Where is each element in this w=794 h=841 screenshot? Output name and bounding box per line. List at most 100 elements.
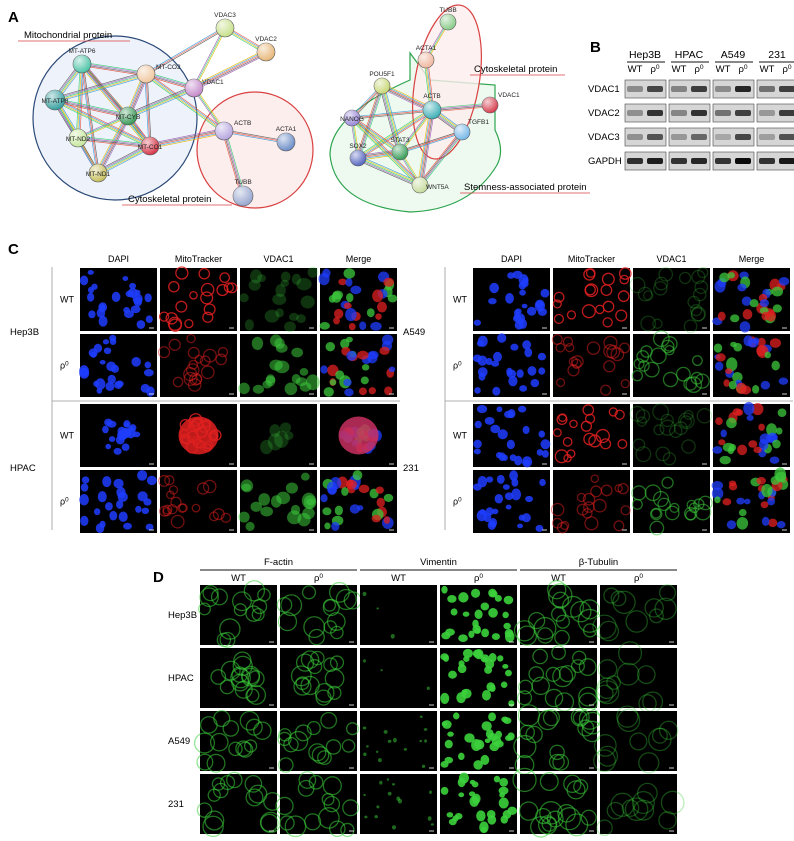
blot-band-vdac1-231-wt xyxy=(759,86,775,92)
cell xyxy=(472,619,479,628)
cell xyxy=(473,439,482,449)
cell xyxy=(558,413,567,423)
blot-strip xyxy=(624,103,667,123)
tile-background xyxy=(240,404,317,467)
d-group-header-beta-tubulin: β-Tubulin xyxy=(579,557,618,568)
cell xyxy=(260,813,279,833)
cell xyxy=(769,338,782,348)
cell xyxy=(675,366,691,382)
cell xyxy=(514,455,523,466)
cell xyxy=(522,340,532,350)
blot-band-vdac2-hep3b-wt xyxy=(627,110,643,116)
network-left: VDAC3VDAC2MT-ATP6MT-CO2VDAC1MT-ATP8MT-CY… xyxy=(18,12,314,209)
left-edge-mt-atp6-mt-co2 xyxy=(82,61,147,73)
cell xyxy=(470,588,481,598)
blot-cell-line-hpac: HPAC xyxy=(675,49,704,61)
node-label: ACTA1 xyxy=(416,45,437,52)
blot-strip xyxy=(712,103,755,123)
cell xyxy=(105,443,112,450)
cell xyxy=(518,514,525,521)
cell xyxy=(97,491,107,503)
cell xyxy=(99,360,106,365)
cell xyxy=(507,409,516,419)
cell xyxy=(146,475,157,486)
cell xyxy=(738,508,747,517)
cell xyxy=(421,764,426,769)
left-edge-mt-co1-actb xyxy=(149,128,224,144)
cell xyxy=(660,413,674,428)
cell xyxy=(260,439,273,455)
cell xyxy=(429,790,432,794)
cell xyxy=(441,631,451,640)
cell xyxy=(340,822,355,838)
tile-background xyxy=(633,268,710,331)
blot-band-vdac3-hpac-rho0 xyxy=(691,134,707,140)
blot-band-vdac2-a549-wt xyxy=(715,110,731,116)
cell xyxy=(719,272,730,283)
cell xyxy=(484,738,491,744)
cell xyxy=(277,611,298,632)
network-left-nodes: VDAC3VDAC2MT-ATP6MT-CO2VDAC1MT-ATP8MT-CY… xyxy=(42,12,297,207)
cell xyxy=(423,728,428,731)
cell xyxy=(296,277,312,291)
cell xyxy=(474,387,481,394)
c-cell-label-a549: A549 xyxy=(403,327,425,338)
right-edge-actb-wnt5a xyxy=(418,109,432,185)
cell xyxy=(516,690,533,706)
cell xyxy=(629,405,646,422)
cell xyxy=(442,654,450,662)
left-edge-mt-atp6-mt-nd1 xyxy=(81,63,99,174)
cell xyxy=(473,760,483,770)
cell xyxy=(367,350,379,360)
right-node-tgfb1: TGFB1 xyxy=(453,119,489,141)
cell xyxy=(505,669,512,677)
d-tile-hep3b-f-actin-wt xyxy=(198,580,277,648)
cell xyxy=(616,662,640,686)
cell xyxy=(570,659,585,674)
cell xyxy=(301,492,316,509)
cell xyxy=(383,277,395,287)
cell xyxy=(596,677,618,700)
cell xyxy=(519,289,526,296)
blot-strip xyxy=(756,79,794,99)
cell xyxy=(555,614,570,629)
left-edge-mt-co2-actb xyxy=(146,73,225,131)
cell xyxy=(200,282,215,297)
left-edge-vdac2-vdac1 xyxy=(193,51,267,89)
cell xyxy=(736,516,749,530)
cell xyxy=(81,476,90,484)
cell xyxy=(370,321,382,331)
cell xyxy=(500,681,508,688)
cell xyxy=(252,384,265,394)
cell xyxy=(196,482,210,495)
cell xyxy=(108,436,116,443)
cell xyxy=(325,739,342,755)
d-tile-hpac-f-actin-wt xyxy=(200,648,277,708)
cell xyxy=(325,342,336,352)
cell xyxy=(143,498,152,506)
left-edge-actb-tubb xyxy=(224,130,244,196)
cell xyxy=(712,446,723,454)
cell xyxy=(662,371,679,388)
cell xyxy=(692,287,707,302)
cell xyxy=(241,667,260,687)
tile-background xyxy=(553,268,630,331)
cell xyxy=(278,728,292,742)
cell xyxy=(345,308,357,322)
cell xyxy=(683,409,694,420)
cell xyxy=(361,364,370,371)
cell xyxy=(452,712,460,720)
cell xyxy=(509,470,519,481)
cell xyxy=(525,725,543,744)
right-edge-tgfb1-wnt5a xyxy=(420,132,463,186)
cell xyxy=(506,439,515,450)
cell xyxy=(505,293,514,304)
blot-band-vdac2-231-wt xyxy=(759,110,775,116)
cell xyxy=(477,335,488,347)
cell xyxy=(531,676,550,696)
c-condition-a549-wt: WT xyxy=(453,295,467,305)
left-edge-mt-co2-actb xyxy=(146,72,226,130)
cell xyxy=(216,632,232,648)
cell xyxy=(741,296,752,306)
cell xyxy=(752,337,760,344)
